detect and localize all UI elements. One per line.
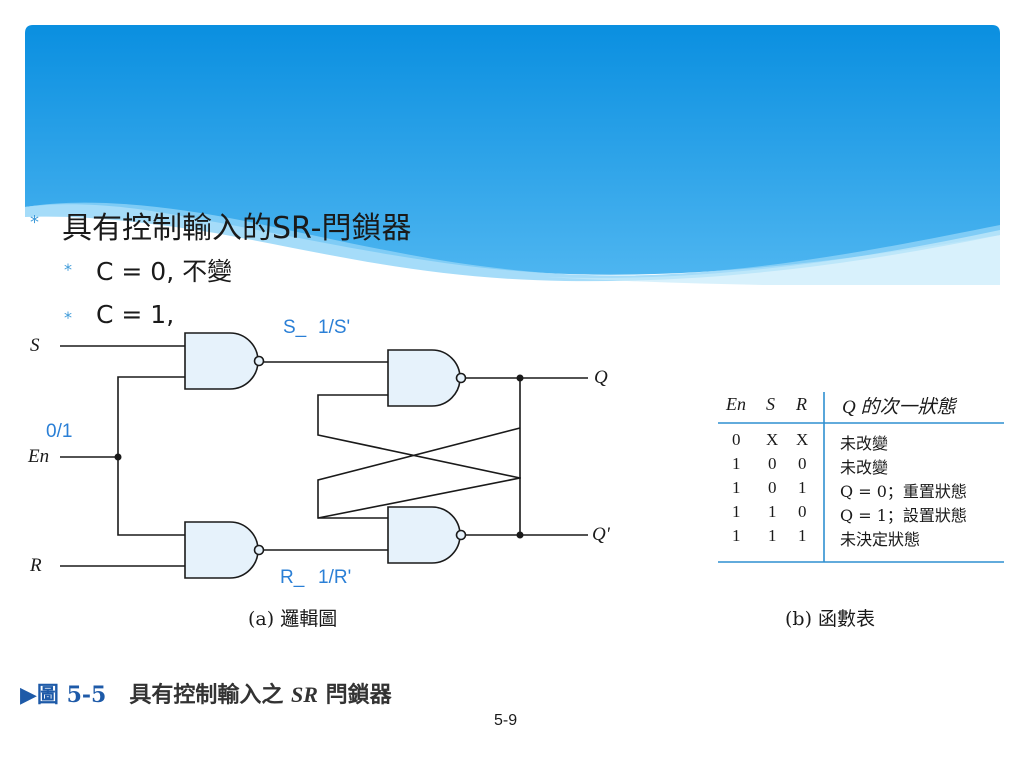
- bullet-marker: *: [64, 308, 72, 327]
- annotation-s-bar: S_: [283, 317, 307, 338]
- function-table-caption: (b) 函數表: [785, 608, 876, 630]
- figure-title-suffix: 閂鎖器: [325, 682, 392, 708]
- figure-label: 圖 5-5: [36, 682, 107, 708]
- output-label-qn: Q': [592, 524, 610, 545]
- annotation-s-value: 1/S': [318, 317, 351, 338]
- nand-gate-r: [184, 521, 259, 579]
- output-label-q: Q: [594, 367, 608, 388]
- table-header-r: R: [796, 394, 807, 414]
- table-header-en: En: [726, 394, 746, 414]
- table-header-next-state: Q 的次一狀態: [842, 397, 956, 418]
- nand-gate-q: [387, 349, 461, 407]
- page-number: 5-9: [494, 712, 518, 729]
- annotation-en-value: 0/1: [46, 421, 73, 442]
- figure-title-italic: SR: [291, 682, 318, 707]
- bullet-marker: *: [30, 212, 39, 233]
- bullet-c-equals-0: C = 0, 不變: [96, 257, 233, 286]
- bullet-marker: *: [64, 260, 72, 279]
- slide-heading: 具有控制輸入的SR-閂鎖器: [62, 211, 412, 246]
- annotation-r-value: 1/R': [318, 567, 352, 588]
- figure-title-prefix: 具有控制輸入之: [129, 682, 284, 708]
- annotation-r-bar: R_: [280, 567, 305, 588]
- play-triangle-icon: ▶: [20, 682, 37, 708]
- nand-gate-s: [184, 332, 259, 390]
- input-label-s: S: [30, 335, 40, 356]
- table-header-s: S: [766, 394, 775, 414]
- figure-caption: ▶圖 5-5 具有控制輸入之 SR 閂鎖器: [20, 677, 392, 709]
- bullet-c-equals-1: C = 1,: [96, 300, 175, 329]
- input-label-en: En: [28, 446, 50, 467]
- input-label-r: R: [30, 555, 42, 576]
- logic-diagram-caption: (a) 邏輯圖: [248, 608, 338, 630]
- nand-gate-qn: [387, 506, 461, 564]
- header-banner: [25, 25, 1000, 285]
